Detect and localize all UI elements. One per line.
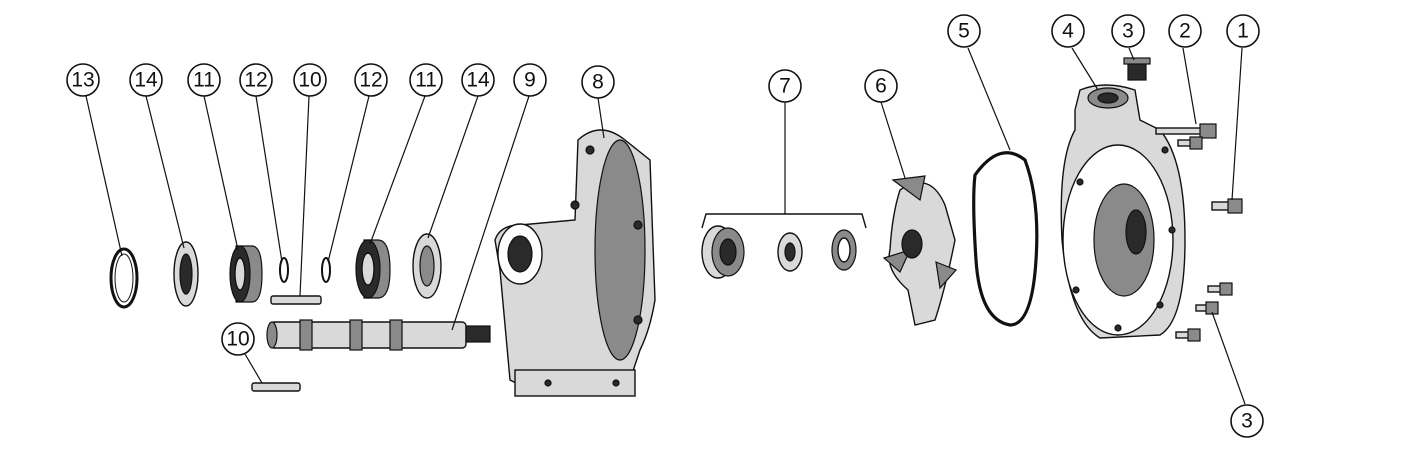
callout-5: 5 xyxy=(947,14,981,48)
callout-7: 7 xyxy=(768,69,802,103)
callout-12-left: 12 xyxy=(239,63,273,97)
callout-9: 9 xyxy=(513,63,547,97)
callout-5-label: 5 xyxy=(958,20,970,43)
part-9-shaft xyxy=(266,319,491,351)
part-2-bolt xyxy=(1155,123,1217,150)
callout-12-right-label: 12 xyxy=(359,69,382,92)
part-5-gasket xyxy=(972,151,1039,327)
part-1-screw xyxy=(1211,198,1243,214)
callout-7-label: 7 xyxy=(779,75,791,98)
part-13-circlip xyxy=(109,247,139,309)
callout-3-top: 3 xyxy=(1111,14,1145,48)
part-14-washer-right xyxy=(412,233,442,299)
callout-14-left: 14 xyxy=(129,63,163,97)
callout-10-lower: 10 xyxy=(221,322,263,384)
callout-4: 4 xyxy=(1051,14,1085,48)
part-8-bearing-bracket xyxy=(494,129,656,397)
callout-8-label: 8 xyxy=(592,71,604,94)
callout-13: 13 xyxy=(66,63,100,97)
part-12-ring-left xyxy=(279,257,289,283)
part-6-impeller xyxy=(882,175,958,326)
callout-9-label: 9 xyxy=(524,69,536,92)
part-11-bearing-right xyxy=(355,239,391,299)
part-7-seal-group xyxy=(701,213,867,279)
callout-10-upper: 10 xyxy=(293,63,327,97)
callout-2-label: 2 xyxy=(1179,20,1191,43)
part-12-ring-right xyxy=(321,257,331,283)
callout-1-label: 1 xyxy=(1237,20,1249,43)
callout-12-right: 12 xyxy=(354,63,388,97)
callout-10-lower-label: 10 xyxy=(226,328,249,351)
callout-3-top-label: 3 xyxy=(1122,20,1134,43)
callout-11-right: 11 xyxy=(409,63,443,97)
callout-12-left-label: 12 xyxy=(244,69,267,92)
part-3-screws xyxy=(1175,282,1233,342)
callout-11-right-label: 11 xyxy=(415,69,437,92)
callout-3-bottom-label: 3 xyxy=(1241,410,1253,433)
part-4-pump-casing xyxy=(1060,84,1186,339)
callout-4-label: 4 xyxy=(1062,20,1074,43)
callout-14-right: 14 xyxy=(461,63,495,97)
callout-14-right-label: 14 xyxy=(466,69,490,92)
callout-13-label: 13 xyxy=(71,69,94,92)
callout-2: 2 xyxy=(1168,14,1202,48)
part-10-key-lower xyxy=(251,382,301,392)
callout-1: 1 xyxy=(1226,14,1260,48)
callout-6: 6 xyxy=(864,69,898,103)
callout-14-left-label: 14 xyxy=(134,69,158,92)
part-11-bearing-left xyxy=(229,245,263,303)
callout-10-upper-label: 10 xyxy=(298,69,321,92)
leader-lines xyxy=(85,47,1246,405)
callout-3-bottom: 3 xyxy=(1230,404,1264,438)
part-14-washer-left xyxy=(173,241,199,307)
callout-8: 8 xyxy=(581,65,615,99)
callout-6-label: 6 xyxy=(875,75,887,98)
callout-11-left-label: 11 xyxy=(193,69,215,92)
part-10-key-upper xyxy=(270,295,322,305)
part-3-plug xyxy=(1123,57,1151,81)
callout-11-left: 11 xyxy=(187,63,221,97)
